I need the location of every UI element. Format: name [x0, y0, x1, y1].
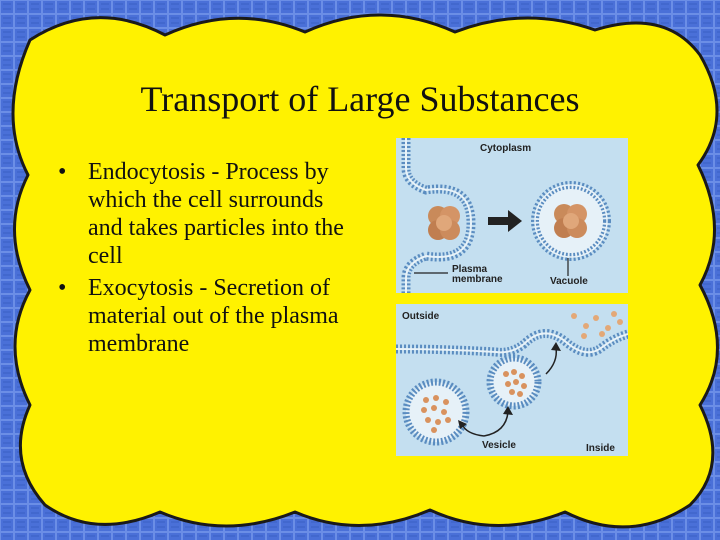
plasma-label-line1: Plasma	[452, 264, 488, 275]
slide-title: Transport of Large Substances	[140, 79, 580, 119]
bullet-list: Endocytosis - Process by which the cell …	[56, 158, 356, 362]
exocytosis-diagram: Outside Vesicle Inside	[396, 304, 628, 456]
endocytosis-diagram: Cytoplasm Plasma membrane Vacuole	[396, 138, 628, 293]
particle-left	[428, 206, 460, 240]
plasma-membrane-label: Plasma membrane	[452, 265, 532, 285]
vesicle-left	[402, 378, 470, 446]
vesicle-label: Vesicle	[482, 440, 516, 451]
vacuole-label: Vacuole	[550, 276, 588, 287]
arrow-right-icon	[488, 210, 522, 232]
arrow-to-vesicle-right-icon	[483, 411, 509, 437]
outside-label: Outside	[402, 311, 440, 322]
plasma-label-line2: membrane	[452, 274, 503, 285]
endocytosis-illustration	[401, 138, 611, 293]
released-particles	[571, 311, 623, 339]
inside-label: Inside	[586, 443, 615, 454]
cytoplasm-label: Cytoplasm	[480, 143, 532, 154]
exocytosis-illustration	[396, 311, 628, 446]
bullet-endocytosis: Endocytosis - Process by which the cell …	[56, 158, 356, 270]
particle-right	[554, 204, 587, 238]
arrow-to-release-icon	[545, 347, 558, 375]
bullet-exocytosis: Exocytosis - Secretion of material out o…	[56, 274, 356, 358]
